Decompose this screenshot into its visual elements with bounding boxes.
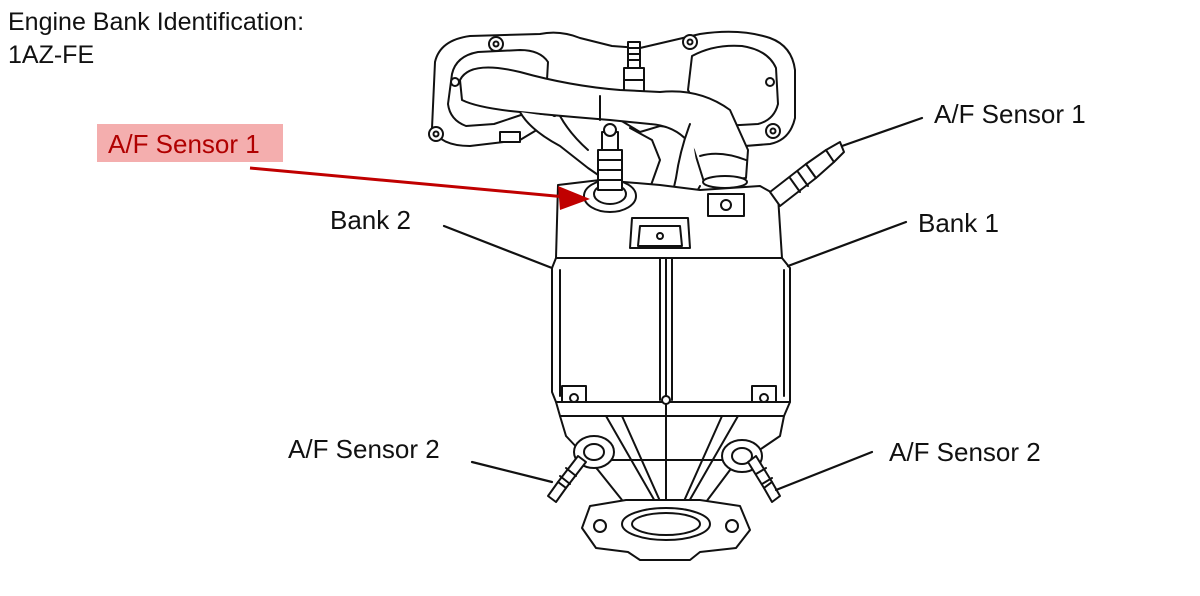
label-af-sensor-2-right: A/F Sensor 2 [889,437,1041,467]
leader-lines [442,116,924,492]
leader-af-sensor-2-left [470,460,554,484]
lower-cone [559,395,785,521]
diagram-title-line1: Engine Bank Identification: [8,8,304,36]
highlighted-label-af-sensor-1: A/F Sensor 1 [97,124,283,162]
leader-af-sensor-1-right [840,116,924,148]
af-sensor-1-left-probe [583,123,637,213]
diagram-title-line2: 1AZ-FE [8,41,94,69]
catalytic-converter-illustration [428,30,845,561]
highlight-arrow [249,166,590,210]
af-sensor-2-right-probe [747,455,781,503]
label-highlight-box [97,124,283,162]
leader-bank-1 [786,220,908,268]
exhaust-runners [459,66,749,205]
label-af-sensor-1-highlighted: A/F Sensor 1 [108,129,260,159]
catalyst-body [551,257,791,417]
outlet-flange [581,499,751,561]
label-af-sensor-2-left: A/F Sensor 2 [288,434,440,464]
af-sensor-2-left-probe [547,455,587,503]
af-sensor-1-right-probe [769,141,845,207]
label-bank-1: Bank 1 [918,208,999,238]
label-af-sensor-1-right: A/F Sensor 1 [934,99,1086,129]
leader-bank-2 [442,224,554,270]
label-bank-2: Bank 2 [330,205,411,235]
leader-af-sensor-2-right [774,450,874,492]
